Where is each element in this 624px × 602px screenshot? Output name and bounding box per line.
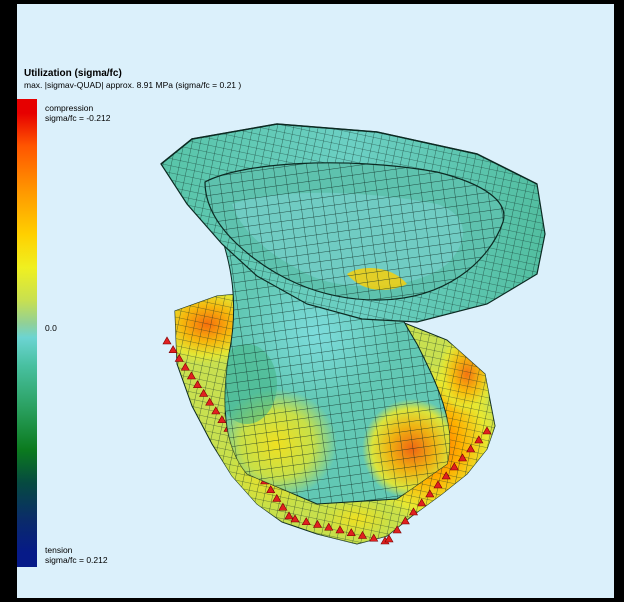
support-triangle [217,415,227,424]
legend-compression-label: compression [45,103,94,113]
support-triangle [474,435,484,444]
plot-title: Utilization (sigma/fc) [24,68,122,79]
support-triangle [180,362,190,371]
support-triangle [441,471,451,480]
support-triangle [466,444,476,453]
support-triangle [284,511,294,520]
support-triangle [482,426,492,435]
support-triangle [312,519,323,528]
support-triangle [205,397,215,406]
color-scale-bar [17,99,37,567]
support-triangle [272,493,282,502]
support-triangle [162,336,172,345]
legend-tension-value: sigma/fc = 0.212 [45,555,108,565]
support-triangle [192,380,203,389]
support-triangle [211,406,221,415]
support-triangle [266,485,276,494]
support-triangle [186,371,196,380]
legend-tension-label: tension [45,545,73,555]
support-triangle [301,517,311,526]
fe-viewport: Utilization (sigma/fc) max. |sigmav-QUAD… [17,4,614,598]
plot-subtitle: max. |sigmav-QUAD| approx. 8.91 MPa (sig… [24,80,242,90]
support-triangle [449,462,459,471]
support-triangle [346,528,356,537]
support-triangle [433,480,443,489]
support-triangle [324,522,334,531]
support-triangle [425,489,435,498]
support-triangle [335,525,345,534]
support-triangle [400,516,410,525]
support-triangle [168,345,178,354]
support-triangle [369,533,379,542]
legend-zero-value: 0.0 [45,323,57,333]
support-triangle [384,534,394,543]
support-triangle [392,525,402,534]
support-triangle [408,507,419,516]
support-triangle [417,498,427,507]
support-triangle [290,514,300,523]
support-triangle [357,530,368,539]
support-triangle [199,388,209,397]
support-triangle [278,502,288,511]
fe-mesh-model[interactable] [17,4,614,598]
legend-compression-value: sigma/fc = -0.212 [45,113,111,123]
support-triangle [174,353,184,362]
support-triangle [457,453,468,462]
